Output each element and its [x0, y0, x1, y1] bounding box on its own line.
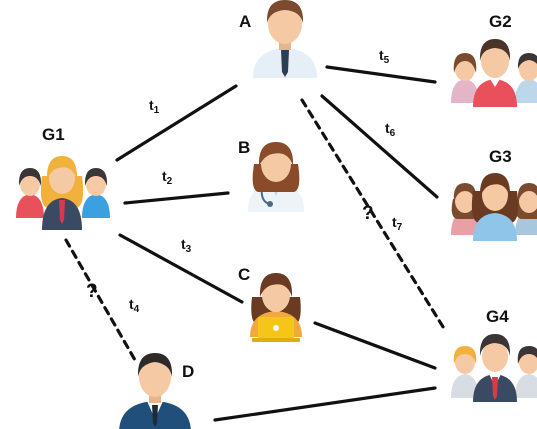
- edge-t5: [325, 65, 437, 84]
- node-label-g2: G2: [489, 12, 512, 31]
- edge-label-t2: t2: [162, 168, 173, 187]
- edge-t2: [123, 191, 230, 205]
- edge-t4: [64, 238, 137, 362]
- edge-label-t4: t4: [129, 296, 140, 315]
- edge-t7: [300, 98, 447, 332]
- node-label-g4: G4: [486, 307, 509, 326]
- edge-label-t1: t1: [149, 97, 160, 116]
- edge-t6: [320, 94, 439, 199]
- group-of-three-women-icon: [451, 173, 537, 241]
- node-label-c: C: [238, 265, 250, 284]
- edges: [64, 65, 447, 422]
- question-mark-t4: ?: [86, 281, 98, 302]
- group-of-three-people-icon: [451, 39, 537, 107]
- node-label-d: D: [182, 362, 194, 381]
- edge-label-t5: t5: [379, 47, 390, 66]
- edge-label-t3: t3: [181, 236, 192, 255]
- group-of-three-women-icon: [16, 156, 110, 230]
- edge-label-t7: t7: [392, 214, 403, 233]
- edge-c-g4: [313, 321, 437, 370]
- node-label-b: B: [238, 138, 250, 157]
- woman-with-laptop-icon: [250, 273, 302, 342]
- node-label-g1: G1: [42, 125, 65, 144]
- node-label-a: A: [239, 12, 251, 31]
- group-of-three-men-icon: [451, 334, 537, 402]
- edge-label-t6: t6: [385, 120, 396, 139]
- node-label-g3: G3: [489, 147, 512, 166]
- doctor-icon: [248, 142, 304, 212]
- businessman-icon: [253, 0, 317, 78]
- edge-t1: [115, 84, 238, 162]
- man-in-suit-icon: [119, 353, 191, 429]
- edge-d-g4: [213, 386, 437, 422]
- question-mark-t7: ?: [362, 203, 374, 224]
- edge-t3: [118, 233, 244, 304]
